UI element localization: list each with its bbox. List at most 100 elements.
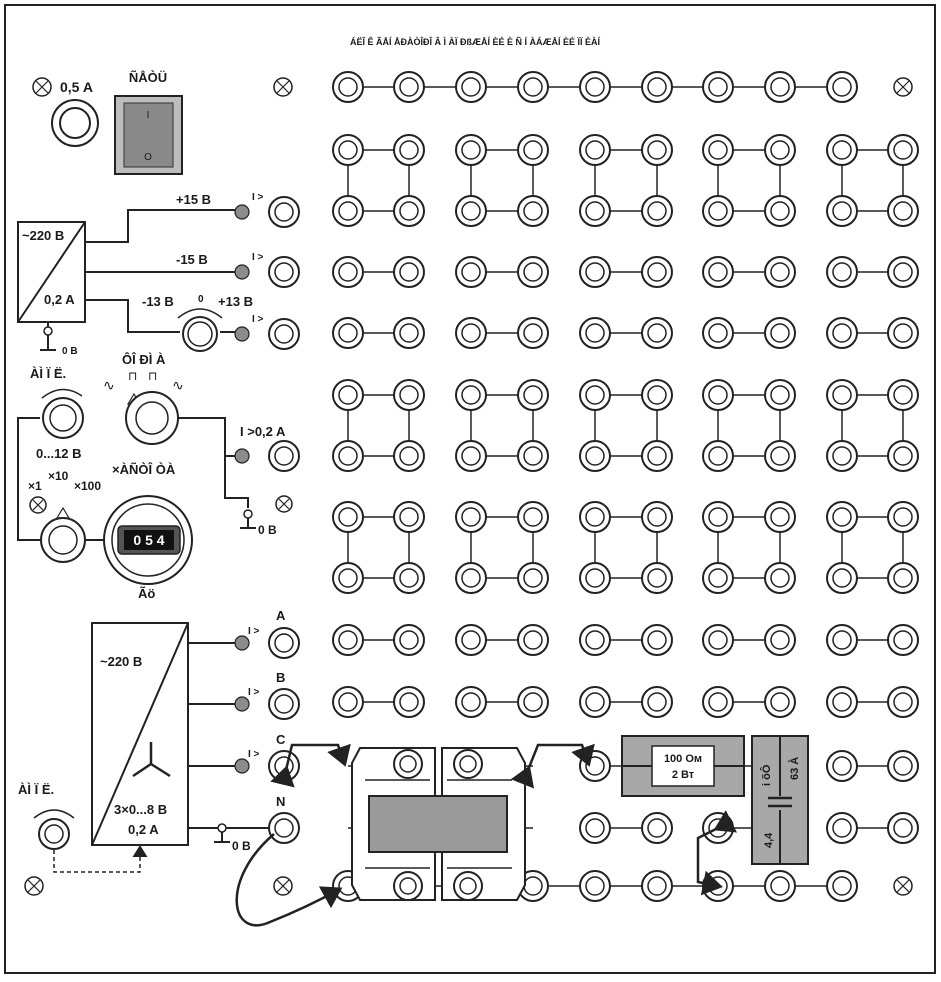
jack-generator-out[interactable] (268, 440, 300, 472)
grid-jack[interactable] (702, 134, 734, 166)
grid-jack[interactable] (702, 440, 734, 472)
grid-jack[interactable] (764, 562, 796, 594)
grid-jack[interactable] (826, 870, 858, 902)
grid-jack[interactable] (826, 317, 858, 349)
grid-jack[interactable] (393, 256, 425, 288)
grid-jack[interactable] (764, 870, 796, 902)
grid-jack[interactable] (702, 317, 734, 349)
grid-jack[interactable] (641, 71, 673, 103)
grid-jack[interactable] (887, 562, 919, 594)
grid-jack[interactable] (455, 134, 487, 166)
grid-jack[interactable] (826, 562, 858, 594)
grid-jack[interactable] (393, 501, 425, 533)
grid-jack[interactable] (764, 624, 796, 656)
grid-jack[interactable] (641, 870, 673, 902)
grid-jack[interactable] (332, 134, 364, 166)
grid-jack[interactable] (702, 379, 734, 411)
grid-jack[interactable] (702, 71, 734, 103)
amplitude-knob[interactable] (42, 397, 84, 439)
grid-jack[interactable] (641, 624, 673, 656)
grid-jack[interactable] (887, 256, 919, 288)
grid-jack[interactable] (641, 195, 673, 227)
grid-jack[interactable] (641, 440, 673, 472)
jack-phase-a[interactable] (268, 627, 300, 659)
grid-jack[interactable] (826, 195, 858, 227)
waveform-knob[interactable] (125, 391, 179, 445)
grid-jack[interactable] (702, 501, 734, 533)
psu-ground-terminal[interactable] (40, 322, 56, 351)
jack-plus15[interactable] (268, 196, 300, 228)
transformer-module[interactable] (351, 747, 526, 901)
grid-jack[interactable] (887, 440, 919, 472)
jack-adjustable[interactable] (268, 318, 300, 350)
grid-jack[interactable] (641, 134, 673, 166)
grid-jack[interactable] (764, 379, 796, 411)
power-switch[interactable]: I O (114, 95, 183, 175)
grid-jack[interactable] (579, 686, 611, 718)
grid-jack[interactable] (826, 440, 858, 472)
grid-jack[interactable] (517, 134, 549, 166)
grid-jack[interactable] (393, 440, 425, 472)
grid-jack[interactable] (455, 562, 487, 594)
fuse-holder[interactable] (51, 99, 99, 147)
grid-jack[interactable] (579, 624, 611, 656)
grid-jack[interactable] (332, 71, 364, 103)
grid-jack[interactable] (393, 686, 425, 718)
grid-jack[interactable] (702, 562, 734, 594)
grid-jack[interactable] (764, 440, 796, 472)
grid-jack[interactable] (641, 562, 673, 594)
grid-jack[interactable] (764, 71, 796, 103)
grid-jack[interactable] (455, 440, 487, 472)
grid-jack[interactable] (517, 317, 549, 349)
grid-jack[interactable] (702, 195, 734, 227)
grid-jack[interactable] (826, 624, 858, 656)
grid-jack[interactable] (455, 686, 487, 718)
grid-jack[interactable] (517, 379, 549, 411)
three-phase-amp-knob[interactable] (38, 818, 70, 850)
frequency-dial[interactable] (103, 495, 193, 585)
grid-jack[interactable] (641, 812, 673, 844)
grid-jack[interactable] (393, 624, 425, 656)
grid-jack[interactable] (455, 501, 487, 533)
grid-jack[interactable] (641, 379, 673, 411)
grid-jack[interactable] (579, 317, 611, 349)
grid-jack[interactable] (826, 379, 858, 411)
grid-jack[interactable] (764, 501, 796, 533)
grid-jack[interactable] (579, 870, 611, 902)
grid-jack[interactable] (579, 195, 611, 227)
grid-jack[interactable] (702, 686, 734, 718)
grid-jack[interactable] (332, 317, 364, 349)
grid-jack[interactable] (887, 624, 919, 656)
capacitor-module[interactable] (751, 735, 809, 865)
grid-jack[interactable] (826, 134, 858, 166)
generator-ground-terminal[interactable] (240, 509, 256, 529)
grid-jack[interactable] (332, 195, 364, 227)
grid-jack[interactable] (579, 379, 611, 411)
grid-jack[interactable] (517, 501, 549, 533)
grid-jack[interactable] (332, 501, 364, 533)
grid-jack[interactable] (702, 256, 734, 288)
grid-jack[interactable] (517, 440, 549, 472)
grid-jack[interactable] (332, 440, 364, 472)
grid-jack[interactable] (517, 71, 549, 103)
grid-jack[interactable] (455, 195, 487, 227)
jack-phase-c[interactable] (268, 750, 300, 782)
grid-jack[interactable] (579, 501, 611, 533)
grid-jack[interactable] (764, 317, 796, 349)
jack-phase-b[interactable] (268, 688, 300, 720)
grid-jack[interactable] (826, 686, 858, 718)
grid-jack[interactable] (764, 256, 796, 288)
grid-jack[interactable] (641, 317, 673, 349)
grid-jack[interactable] (887, 501, 919, 533)
grid-jack[interactable] (332, 624, 364, 656)
resistor-module[interactable] (621, 735, 745, 797)
grid-jack[interactable] (641, 501, 673, 533)
grid-jack[interactable] (887, 812, 919, 844)
grid-jack[interactable] (579, 256, 611, 288)
grid-jack[interactable] (455, 71, 487, 103)
grid-jack[interactable] (826, 71, 858, 103)
grid-jack[interactable] (579, 134, 611, 166)
grid-jack[interactable] (579, 71, 611, 103)
grid-jack[interactable] (826, 256, 858, 288)
grid-jack[interactable] (517, 195, 549, 227)
